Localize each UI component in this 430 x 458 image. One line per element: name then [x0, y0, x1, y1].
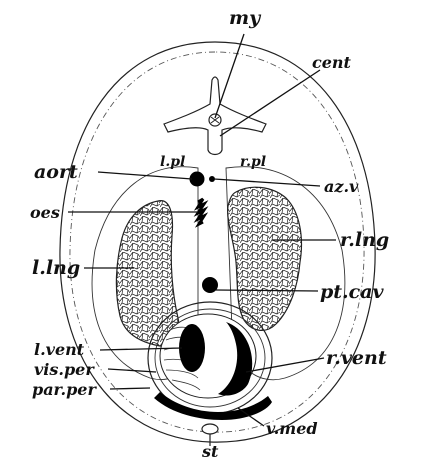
- label-pt-cav: pt.cav: [320, 281, 385, 303]
- oesophagus: [198, 199, 204, 224]
- leader-pt-cav: [216, 290, 318, 291]
- label-l-lng: l.lng: [32, 257, 80, 279]
- label-cent: cent: [312, 53, 352, 72]
- heart: [160, 314, 256, 398]
- leader-cent: [220, 70, 320, 136]
- label-st: st: [201, 442, 219, 458]
- label-oes: oes: [30, 203, 60, 222]
- left-ventricle: [179, 324, 205, 372]
- label-r-lng: r.lng: [340, 229, 389, 251]
- label-az-v: az.v: [324, 177, 359, 196]
- leader-r-vent: [246, 358, 324, 372]
- label-vis-per: vis.per: [34, 360, 95, 379]
- leader-aort: [98, 172, 192, 179]
- leader-par-per: [110, 388, 150, 389]
- post-caval-vein: [202, 277, 218, 293]
- label-par-per: par.per: [32, 380, 97, 399]
- label-aort: aort: [34, 161, 78, 183]
- leader-my: [215, 34, 244, 118]
- label-r-vent: r.vent: [326, 347, 387, 369]
- label-my: my: [229, 7, 262, 29]
- label-v-med: v.med: [266, 419, 318, 438]
- label-l-pl: l.pl: [160, 154, 185, 170]
- label-r-pl: r.pl: [240, 154, 266, 170]
- label-l-vent: l.vent: [34, 340, 85, 359]
- right-lung: [228, 187, 302, 330]
- leader-az-v: [214, 179, 320, 186]
